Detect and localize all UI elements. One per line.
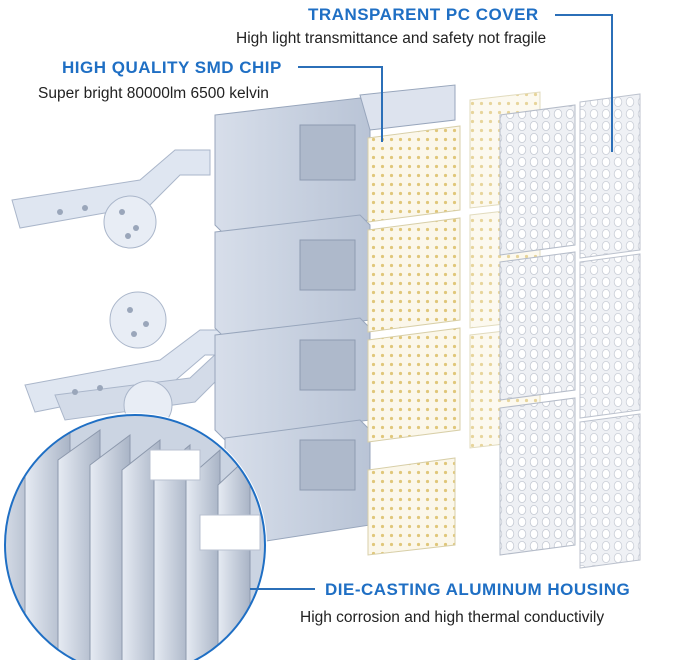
housing-title: DIE-CASTING ALUMINUM HOUSING: [325, 580, 631, 599]
pc-cover-description: High light transmittance and safety not …: [236, 30, 547, 47]
smd-chip-description: Super bright 80000lm 6500 kelvin: [38, 85, 269, 102]
leader-line-smd-chip-horizontal: [298, 66, 383, 68]
mounting-bracket-group: [11, 149, 241, 430]
smd-chip-title: HIGH QUALITY SMD CHIP: [62, 58, 282, 77]
leader-line-pc-cover-vertical: [611, 14, 613, 152]
pc-cover-title: TRANSPARENT PC COVER: [308, 5, 539, 24]
leader-line-housing: [250, 588, 315, 590]
heatsink-zoom-detail: [3, 413, 267, 660]
leader-line-smd-chip-vertical: [381, 66, 383, 142]
housing-description: High corrosion and high thermal conducti…: [300, 609, 605, 626]
pc-lens-covers: [499, 93, 641, 569]
leader-line-pc-cover-horizontal: [555, 14, 613, 16]
